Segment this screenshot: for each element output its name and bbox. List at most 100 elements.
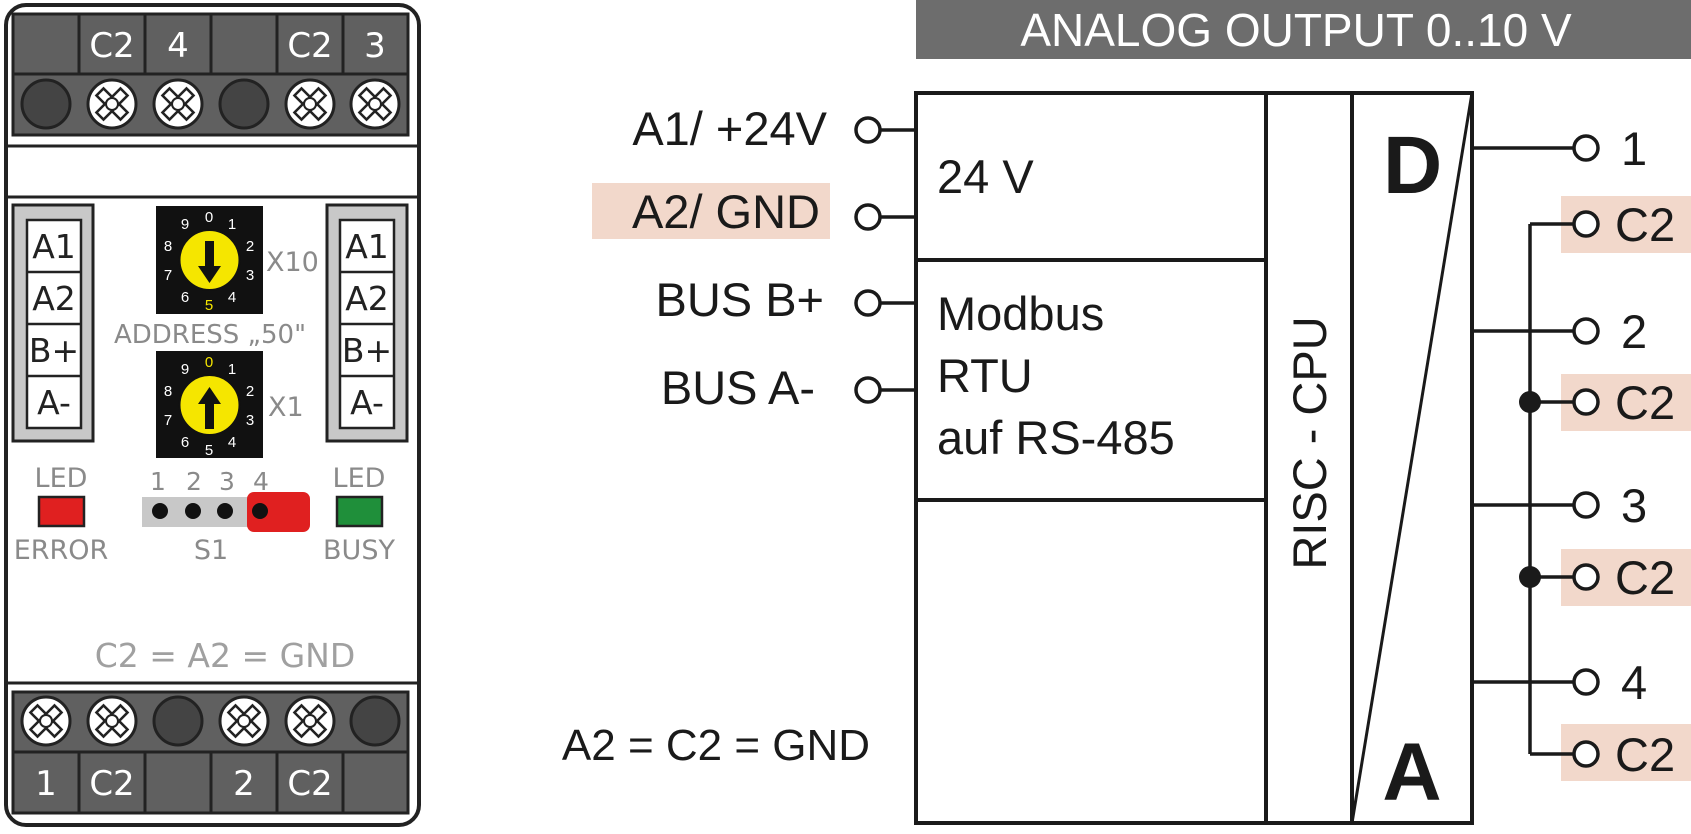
dial-digit: 3: [246, 267, 254, 284]
input-label: A2/ GND: [632, 185, 820, 238]
output-label: 1: [1621, 122, 1647, 175]
schematic-ground-note: A2 = C2 = GND: [562, 721, 870, 770]
schematic-title: ANALOG OUTPUT 0..10 V: [1020, 4, 1572, 56]
dial-digit: 8: [164, 238, 172, 255]
output-label: C2: [1615, 551, 1675, 604]
side-label: A-: [350, 383, 384, 422]
terminal-circle-icon: [1572, 668, 1600, 696]
top-terminal-label: 3: [364, 26, 386, 66]
address-dial-x10[interactable]: 0 1 2 3 4 5 6 7 8 9: [156, 206, 263, 314]
terminal-screw-icon: [349, 78, 401, 130]
output-label: 4: [1621, 656, 1647, 709]
terminal-screw-icon: [284, 78, 336, 130]
dial-digit: 3: [246, 412, 254, 429]
side-label: A-: [37, 383, 71, 422]
dial-digit: 4: [228, 434, 236, 451]
terminal-circle-icon: [1572, 563, 1600, 591]
dial-digit: 9: [181, 216, 189, 233]
address-label: ADDRESS „50": [114, 320, 306, 350]
output-label: 3: [1621, 479, 1647, 532]
dial-digit: 2: [246, 238, 254, 255]
output-label: C2: [1615, 728, 1675, 781]
dial-digit-selected: 5: [205, 297, 213, 314]
terminal-circle-icon: [1572, 317, 1600, 345]
side-label: A1: [32, 227, 76, 266]
terminal-circle-icon: [1572, 388, 1600, 416]
top-terminal-label: C2: [89, 26, 134, 66]
terminal-circle-icon: [854, 203, 882, 231]
terminal-screw-icon: [284, 695, 336, 747]
side-label: B+: [29, 331, 79, 370]
terminal-circle-icon: [1572, 491, 1600, 519]
input-label: A1/ +24V: [632, 102, 827, 155]
error-led: [37, 495, 86, 528]
dial-digit: 9: [181, 361, 189, 378]
dial-digit: 7: [164, 412, 172, 429]
output-label: C2: [1615, 198, 1675, 251]
top-terminal-label: C2: [287, 26, 332, 66]
empty-terminal-hole-icon: [20, 78, 72, 130]
output-label: 2: [1621, 305, 1647, 358]
arrow-up-icon: [198, 387, 221, 429]
switch-position: [217, 503, 233, 519]
dial-digit: 4: [228, 289, 236, 306]
terminal-circle-icon: [1572, 740, 1600, 768]
dial-digit: 6: [181, 434, 189, 451]
junction-dot-icon: [1519, 391, 1541, 413]
address-dial-x1[interactable]: 0 1 2 3 4 5 6 7 8 9: [156, 351, 263, 459]
input-label: BUS B+: [656, 273, 825, 326]
dial-digit: 0: [205, 209, 213, 226]
output-wiring: [1472, 146, 1574, 756]
dial-digit: 5: [205, 442, 213, 459]
top-terminal-block: C2 4 C2 3: [11, 12, 410, 137]
dial-digit: 1: [228, 216, 236, 233]
side-label: A2: [32, 279, 76, 318]
switch-label: S1: [194, 535, 228, 566]
side-label: A2: [345, 279, 389, 318]
device-block: [914, 91, 1474, 825]
cpu-label: RISC - CPU: [1283, 316, 1336, 569]
switch-number: 4: [253, 467, 269, 496]
junction-dot-icon: [1519, 566, 1541, 588]
terminal-screw-icon: [86, 695, 138, 747]
switch-number: 1: [150, 467, 166, 496]
terminal-circle-icon: [854, 289, 882, 317]
terminal-circle-icon: [854, 116, 882, 144]
led-error-top-label: LED: [35, 463, 88, 494]
converter-analog-label: A: [1382, 727, 1441, 818]
bottom-terminal-block: 1 C2 2 C2: [11, 690, 410, 815]
switch-position: [152, 503, 168, 519]
switch-number: 2: [186, 467, 202, 496]
terminal-screw-icon: [86, 78, 138, 130]
terminal-screw-icon: [20, 695, 72, 747]
dial-digit: 2: [246, 383, 254, 400]
dial-digit: 1: [228, 361, 236, 378]
dial-digit: 8: [164, 383, 172, 400]
empty-terminal-hole-icon: [218, 78, 270, 130]
side-label: A1: [345, 227, 389, 266]
output-highlights: [1561, 196, 1691, 781]
top-terminal-label: 4: [167, 26, 189, 66]
dial-digit-selected: 0: [205, 354, 213, 371]
busy-led: [335, 495, 384, 528]
module-ground-note: C2 = A2 = GND: [95, 636, 356, 675]
side-label-strip-right: A1 A2 B+ A-: [325, 203, 409, 443]
side-label: B+: [342, 331, 392, 370]
input-label: BUS A-: [661, 361, 815, 414]
comm-block-line: Modbus: [937, 287, 1104, 340]
switch-number: 3: [219, 467, 235, 496]
bottom-terminal-label: 1: [35, 764, 57, 804]
led-error-label: ERROR: [14, 535, 109, 566]
dip-switch-s1[interactable]: [142, 492, 310, 532]
input-highlight: [592, 183, 830, 239]
dial-digit: 7: [164, 267, 172, 284]
bottom-terminal-label: 2: [233, 764, 255, 804]
switch-position: [252, 503, 268, 519]
bottom-terminal-label: C2: [287, 764, 332, 804]
converter-digital-label: D: [1383, 120, 1442, 211]
output-label: C2: [1615, 376, 1675, 429]
empty-terminal-hole-icon: [152, 695, 204, 747]
arrow-down-icon: [198, 241, 221, 283]
power-block-label: 24 V: [937, 150, 1034, 203]
